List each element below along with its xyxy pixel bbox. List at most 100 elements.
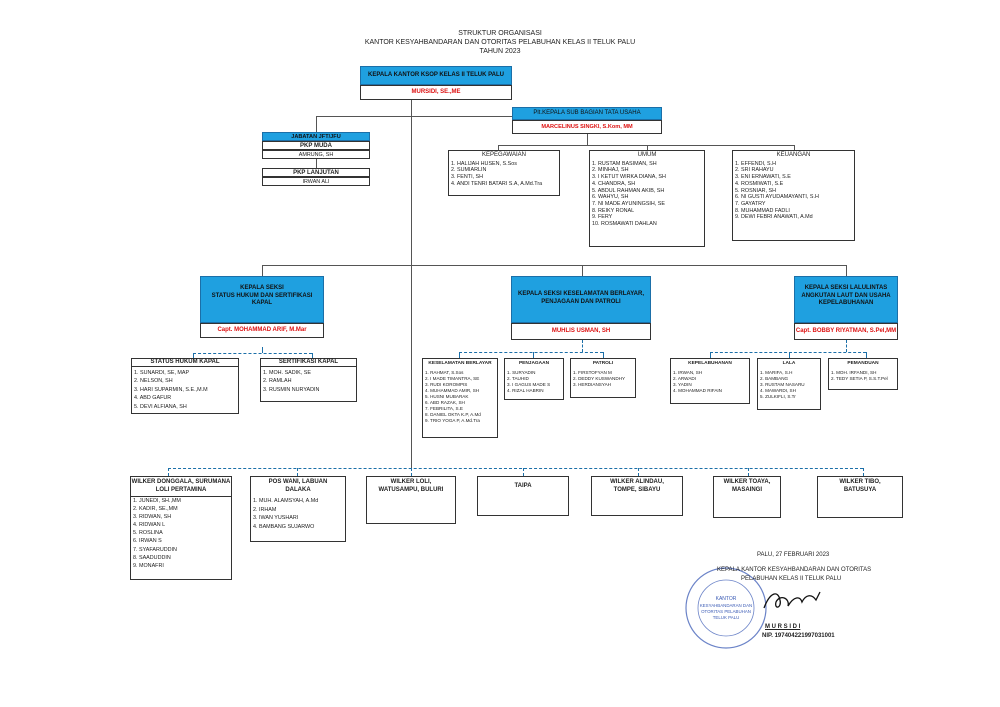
- umum-connector: [647, 145, 648, 150]
- seksi-keselamatan-name: MUHLIS USMAN, SH: [511, 323, 651, 340]
- list-item: 3. IWAN YUSHARI: [253, 515, 299, 521]
- tu-title-box: Plt.KEPALA SUB BAGIAN TATA USAHA: [512, 107, 662, 120]
- list-item: 1. IRWAN, SH: [673, 370, 703, 375]
- list-item: 1. HALIJAH HUSEN, S.Sos: [451, 160, 517, 167]
- jabatan-title: JABATAN JFT/JFU: [262, 132, 370, 141]
- head-title-box: KEPALA KANTOR KSOP KELAS II TELUK PALU: [360, 66, 512, 85]
- seksi-lalulintas-title: KEPALA SEKSI LALULINTAS ANGKUTAN LAUT DA…: [794, 276, 898, 323]
- signature-position-2: PELABUHAN KELAS II TELUK PALU: [741, 576, 842, 582]
- seksi-status-name: Capt. MOHAMMAD ARIF, M.Mar: [200, 323, 324, 338]
- list-item: 2. IRHAM: [253, 506, 277, 513]
- wilker-title-5: WILKER ALINDAU, TOMPE, SIBAYU: [610, 479, 664, 493]
- kepelabuhanan-dash: [710, 352, 711, 358]
- status-down-dash: [262, 347, 263, 353]
- list-item: 3. RIDWAN, SH: [133, 514, 172, 521]
- svg-text:OTORITAS PELABUHAN: OTORITAS PELABUHAN: [701, 609, 751, 614]
- handwritten-signature: [763, 591, 821, 609]
- list-item: 2. TEDY SETIA P, S.S.T.Pel: [831, 376, 888, 381]
- list-item: 9. MONAFRI: [133, 562, 164, 569]
- main-vertical-line: [411, 100, 412, 468]
- pkp-muda-label: PKP MUDA: [262, 141, 370, 150]
- list-item: 6. IRWAN S: [133, 538, 162, 545]
- status-branch-dash: [193, 353, 312, 354]
- seksi-status-title: KEPALA SEKSI STATUS HUKUM DAN SERTIFIKAS…: [200, 276, 324, 323]
- keuangan-connector: [794, 145, 795, 150]
- keselamatan-branch-dash: [459, 352, 603, 353]
- list-item: 4. ANDI TENRI BATARI S.A, A.Md.Tra: [451, 180, 543, 187]
- list-item: 3. I GAGUS MADE S: [507, 382, 551, 387]
- list-item: 4. RIDWAN L: [133, 522, 166, 529]
- wilker-title-7: WILKER TIBO, BATUSUYA: [839, 479, 881, 493]
- list-item: 1. JUNEDI, SH.,MM: [133, 498, 181, 504]
- list-item: 10. ROSMAWATI DAHLAN: [592, 221, 657, 228]
- kepegawaian-connector: [498, 145, 499, 150]
- list-item: 7. FEBRILITA, S.E: [425, 406, 463, 411]
- list-item: 7. SYAFARUDDIN: [133, 546, 177, 553]
- list-item: 5. ROSLINA: [133, 530, 163, 537]
- pkp-connector: [316, 150, 317, 168]
- list-item: 3. RUSTAM NASARU: [760, 382, 805, 387]
- wilker-4-dash: [523, 468, 524, 476]
- umum-title: UMUM: [637, 152, 657, 158]
- list-item: 1. MOH. SADIK, SE: [263, 369, 311, 376]
- wilker-box-3: WILKER LOLI, WATUSAMPU, BULURI: [366, 476, 456, 524]
- list-item: 4. ROSMIWATI, S.E: [735, 180, 784, 187]
- list-item: 7. NI MADE AYUNINGSIH, SE: [592, 200, 665, 207]
- list-item: 4. MOHAMMAD RIFAIN: [673, 388, 723, 393]
- list-item: 2. TAUHID: [507, 376, 529, 381]
- list-item: 2. NELSON, SH: [134, 378, 173, 385]
- list-item: 6. NI GUSTI AYUDAMAYANTI, S.H: [735, 194, 819, 201]
- list-item: 7. GAYATRY: [735, 200, 766, 207]
- signature-nip: NIP. 197404221997031001: [762, 633, 835, 639]
- list-item: 8. MUHAMMAD FADLI: [735, 207, 790, 214]
- list-item: 9. TRIO YOGA P, A.Md.Tra: [425, 418, 480, 423]
- list-item: 8. REIKY RONAL: [592, 207, 635, 214]
- sertifikasi-title: SERTIFIKASI KAPAL: [261, 359, 356, 367]
- pemanduan-title: PEMANDUAN: [847, 361, 879, 366]
- keuangan-title: KEUANGAN: [776, 152, 811, 158]
- wilker-title-2: POS WANI, LABUAN DALAKA: [268, 479, 328, 493]
- list-item: 5. HUSNI MUBARAK: [425, 394, 469, 399]
- list-item: 4. ABD GAFUR: [134, 395, 172, 402]
- list-item: 2. ARWADI: [673, 376, 696, 381]
- pkp-lanjutan-label: PKP LANJUTAN: [262, 168, 370, 177]
- list-item: 2. DEDDY KUSWANDHY: [573, 376, 626, 381]
- penjagaan-title: PENJAGAAN: [518, 361, 550, 366]
- wilker-title-6: WILKER TOAYA, MASAINGI: [723, 479, 771, 493]
- list-item: 2. MINHAJ, SH: [592, 167, 629, 174]
- list-item: 3. I KETUT WIRKA DIANA, SH: [592, 174, 666, 181]
- sertifikasi-dash: [312, 353, 313, 358]
- seksi-lalulintas-name: Capt. BOBBY RIYATMAN, S.Pel,MM: [794, 323, 898, 340]
- list-item: 4. CHANDRA, SH: [592, 180, 636, 187]
- tu-horizontal-line: [316, 116, 587, 117]
- wilker-box-5: WILKER ALINDAU, TOMPE, SIBAYU: [591, 476, 683, 516]
- list-item: 3. ENI ERNAWATI, S.E: [735, 174, 791, 181]
- list-item: 5. ABDUL RAHMAN AKIB, SH: [592, 187, 665, 194]
- list-item: 2. KADIR, SE.,MM: [133, 506, 178, 513]
- lala-title: LALA: [782, 361, 796, 366]
- list-item: 4. RIZAL HABRIN: [507, 388, 544, 393]
- wilker-box-6: WILKER TOAYA, MASAINGI: [713, 476, 781, 518]
- svg-text:TELUK PALU: TELUK PALU: [713, 615, 740, 620]
- tu-down-line: [587, 134, 588, 145]
- list-item: 3. YADIN: [673, 382, 692, 387]
- list-item: 4. MAWARDI, SH: [760, 388, 796, 393]
- list-item: 2. SRI RAHAYU: [735, 167, 774, 174]
- seksi-lalulintas-connector: [846, 265, 847, 276]
- wilker-title-1: WILKER DONGGALA, SURUMANA LOLI PERTAMINA: [131, 477, 231, 497]
- wilker-box-1: WILKER DONGGALA, SURUMANA LOLI PERTAMINA…: [130, 476, 232, 580]
- seksi-horizontal-line: [262, 265, 847, 266]
- list-item: 8. DANIEL OKTA K.P, A.Md: [425, 412, 481, 417]
- wilker-title-3: WILKER LOLI, WATUSAMPU, BULURI: [378, 479, 444, 493]
